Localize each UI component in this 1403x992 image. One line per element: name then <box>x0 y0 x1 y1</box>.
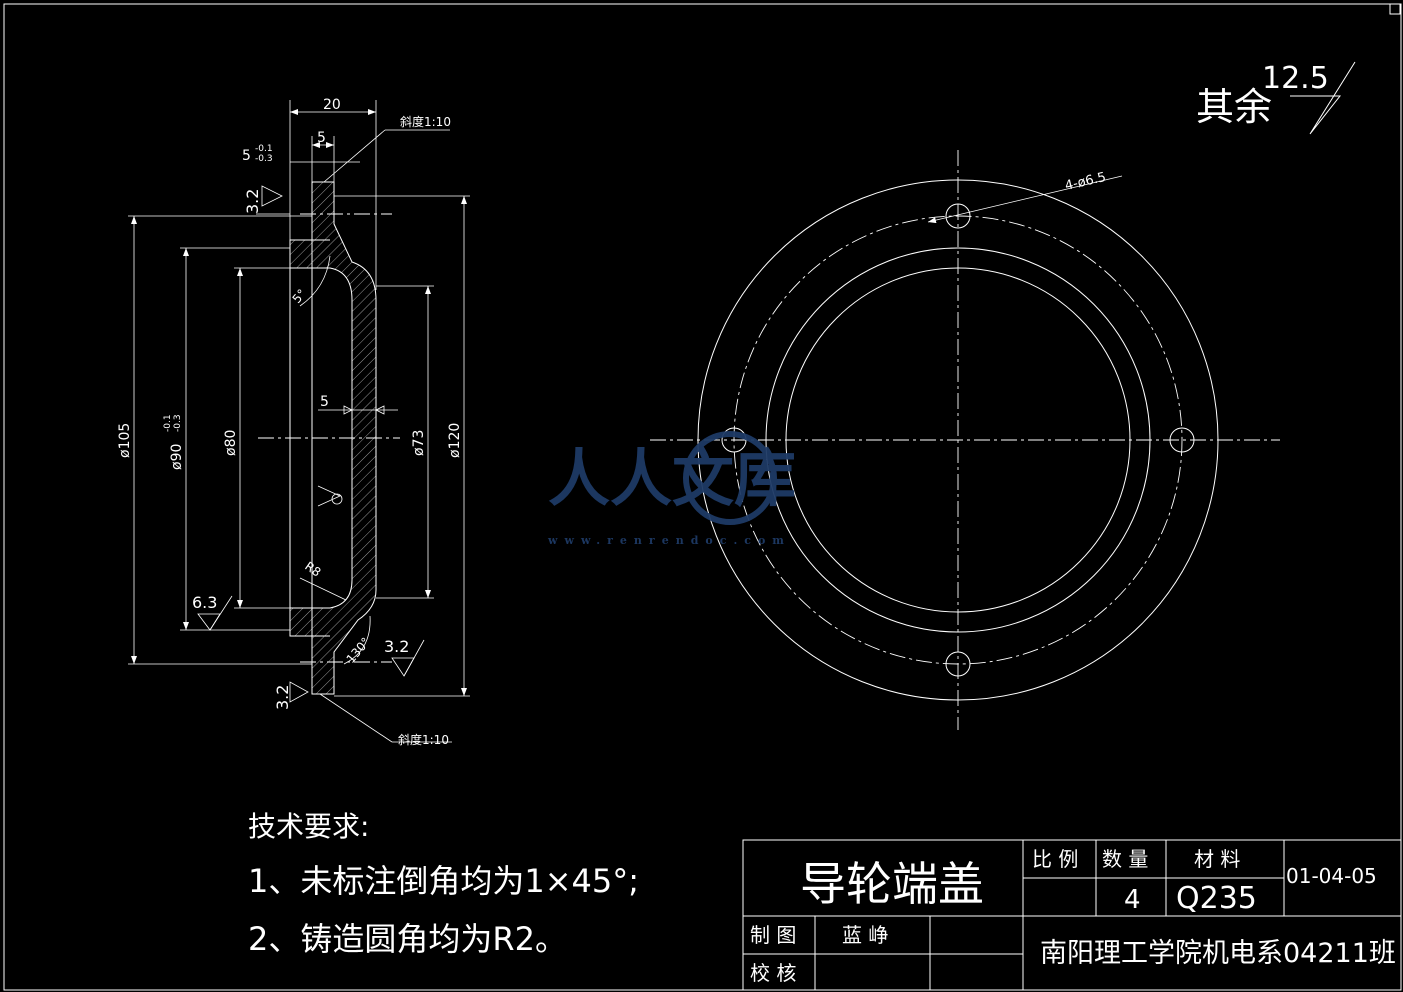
dim-d73: ø73 <box>411 430 427 456</box>
dim-5-tol-lower: -0.3 <box>255 154 273 164</box>
dim-d80: ø80 <box>223 430 239 456</box>
bolt-hole-bottom <box>945 651 971 677</box>
tech-req-item-1: 1、未标注倒角均为1×45°; <box>248 862 639 900</box>
roughness-bottom-left: 3.2 <box>273 681 309 710</box>
drawn-by: 蓝 峥 <box>842 923 888 947</box>
dim-d90-tol-upper: -0.1 <box>163 414 173 432</box>
dim-d105: ø105 <box>117 423 133 458</box>
qty-value: 4 <box>1124 885 1141 915</box>
dim-5-tol-upper: -0.1 <box>255 144 273 154</box>
dim-20: 20 <box>323 97 341 113</box>
dim-5-flange: 5 <box>317 130 326 146</box>
bolt-hole-right <box>1169 427 1195 453</box>
svg-text:6.3: 6.3 <box>192 593 217 612</box>
drawing-frame <box>3 3 1402 991</box>
tech-req-title: 技术要求: <box>248 810 369 843</box>
watermark-logo: 人人文库 <box>548 442 796 515</box>
dim-d90-tol-lower: -0.3 <box>173 414 183 432</box>
roughness-mid <box>317 485 341 507</box>
scale-label: 比 例 <box>1032 847 1078 871</box>
roughness-left: 6.3 <box>192 593 233 631</box>
dim-5-tol: 5 <box>242 148 251 164</box>
svg-text:3.2: 3.2 <box>384 637 409 656</box>
section-view: 20 5 5 -0.1 -0.3 斜度1:10 ø105 ø90 -0.1 -0… <box>117 97 470 747</box>
checked-label: 校 核 <box>750 961 796 985</box>
part-name: 导轮端盖 <box>800 857 984 911</box>
svg-text:3.2: 3.2 <box>243 189 262 214</box>
tech-req-item-2: 2、铸造圆角均为R2。 <box>248 920 567 958</box>
drawn-label: 制 图 <box>750 923 796 947</box>
front-view: 4-ø6.5 <box>650 150 1280 730</box>
roughness-top-left: 3.2 <box>243 185 290 215</box>
technical-requirements: 技术要求: 1、未标注倒角均为1×45°; 2、铸造圆角均为R2。 <box>248 810 639 958</box>
watermark-url: www.renrendoc.com <box>547 534 791 547</box>
dim-d120: ø120 <box>447 423 463 458</box>
qty-label: 数 量 <box>1102 847 1148 871</box>
roughness-right: 3.2 <box>384 637 425 677</box>
svg-text:3.2: 3.2 <box>273 685 292 710</box>
roughness-general-value: 12.5 <box>1262 61 1329 96</box>
title-block: 导轮端盖 比 例 数 量 材 料 01-04-05 4 Q235 制 图 蓝 峥… <box>742 839 1402 991</box>
corner-mark <box>1389 3 1401 15</box>
dim-angle-5: 5° <box>290 286 309 305</box>
dim-d90: ø90 <box>169 444 185 470</box>
dim-radius: R8 <box>302 559 323 580</box>
material-value: Q235 <box>1176 881 1257 916</box>
dim-wall-5: 5 <box>320 394 329 410</box>
holes-dim: 4-ø6.5 <box>1064 170 1108 194</box>
roughness-symbol <box>1290 61 1356 135</box>
drawing-number: 01-04-05 <box>1286 864 1377 888</box>
taper-top-label: 斜度1:10 <box>400 114 451 129</box>
dim-angle-130: 130° <box>344 635 373 666</box>
taper-bottom-label: 斜度1:10 <box>398 732 449 747</box>
roughness-prefix: 其余 <box>1196 85 1272 129</box>
watermark: 人人文库 www.renrendoc.com <box>547 431 796 547</box>
school-name: 南阳理工学院机电系04211班 <box>1040 938 1396 969</box>
watermark-logo-ring <box>683 431 777 525</box>
general-roughness-note: 其余 12.5 <box>1196 61 1356 135</box>
material-label: 材 料 <box>1194 847 1240 871</box>
bolt-hole-top <box>945 203 971 229</box>
